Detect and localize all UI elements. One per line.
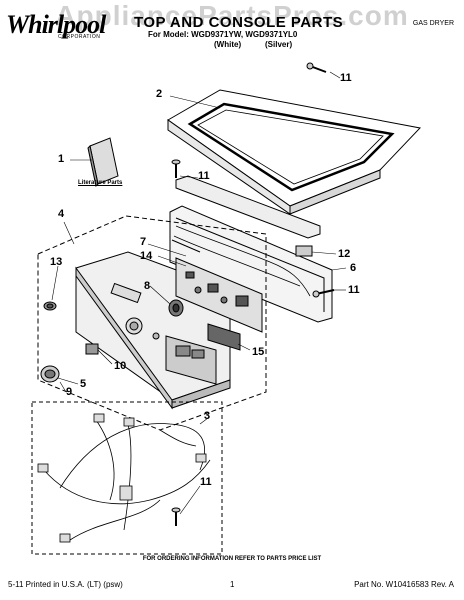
ui-board (175, 257, 263, 333)
display-lens (207, 323, 241, 351)
screw-top (306, 62, 327, 73)
variant-white: (White) (214, 40, 242, 49)
callout-11-bracket: 11 (198, 170, 210, 182)
callout-12: 12 (338, 248, 351, 260)
callout-8: 8 (144, 280, 151, 292)
ordering-note: FOR ORDERING INFORMATION REFER TO PARTS … (142, 556, 322, 562)
literature-booklet (87, 137, 119, 188)
printed-line: 5-11 Printed in U.S.A. (LT) (psw) (8, 580, 123, 589)
top-bracket (175, 175, 321, 239)
callout-7: 7 (140, 236, 147, 248)
top-panel (167, 89, 421, 215)
brand-sub: CORPORATION (58, 34, 101, 40)
screw-console-right (312, 289, 335, 298)
callout-4: 4 (58, 208, 65, 220)
led-13 (43, 301, 57, 311)
callout-5: 5 (80, 378, 87, 390)
callout-11-bottom: 11 (200, 476, 212, 488)
page-number: 1 (230, 580, 235, 589)
callout-2: 2 (156, 88, 163, 100)
literature-label: Literature Parts (78, 180, 123, 186)
callout-11-top: 11 (340, 72, 352, 84)
variant-silver: (Silver) (265, 40, 293, 49)
wire-harness (37, 413, 211, 543)
callout-9: 9 (66, 386, 73, 398)
knob-encoder (168, 299, 184, 317)
clip-12 (295, 245, 313, 257)
product-type: GAS DRYER (412, 20, 454, 27)
model-line: For Model: WGD9371YW, WGD9371YL0 (148, 30, 298, 39)
knob-9 (40, 365, 60, 383)
screw-bracket (171, 159, 181, 178)
callout-13: 13 (50, 256, 63, 268)
callout-15: 15 (252, 346, 265, 358)
wire-harness-box (31, 401, 223, 555)
watermark: AppliancePartsPros.com (55, 0, 409, 31)
callout-11-right: 11 (348, 284, 360, 296)
leader-lines (51, 71, 347, 515)
callout-1: 1 (58, 153, 65, 165)
callout-3: 3 (204, 410, 211, 422)
coupler-10 (85, 343, 99, 355)
part-number: Part No. W10416583 Rev. A (354, 580, 454, 589)
callout-6: 6 (350, 262, 357, 274)
console-frame (169, 205, 333, 323)
console-group-outline (37, 215, 267, 431)
page-title: TOP AND CONSOLE PARTS (134, 14, 344, 31)
screw-bottom (171, 507, 181, 526)
callout-10: 10 (114, 360, 127, 372)
callout-14: 14 (140, 250, 153, 262)
brand-logo: Whirlpool (6, 10, 106, 39)
